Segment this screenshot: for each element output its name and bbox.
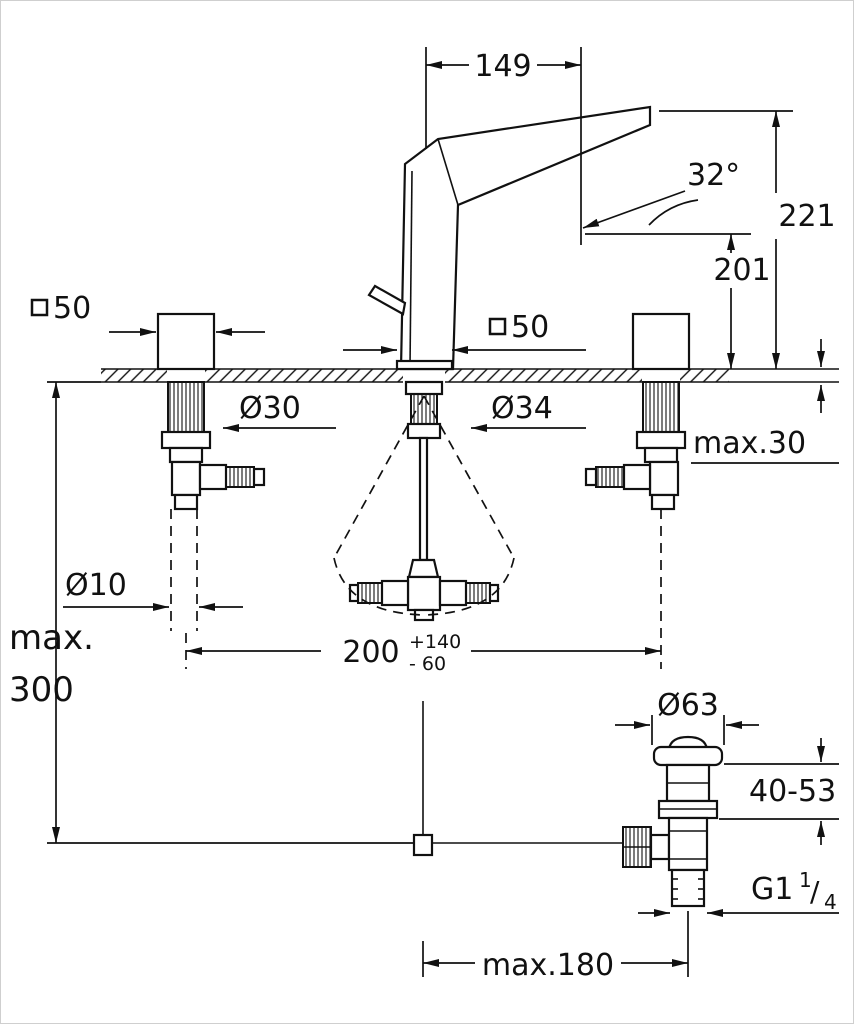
dim-dia30-label: Ø30 bbox=[239, 391, 301, 426]
dim-spout-projection: 149 bbox=[425, 47, 582, 245]
dim-max180-label: max.180 bbox=[482, 948, 614, 983]
dim-handle-hole: Ø30 bbox=[223, 391, 336, 432]
spout-body bbox=[367, 105, 652, 383]
dim-max-word: max. bbox=[9, 618, 94, 658]
spout-underdeck-assembly bbox=[333, 380, 515, 622]
dim-dia34-label: Ø34 bbox=[491, 391, 553, 426]
dim-hole-distance: 200 +140 - 60 bbox=[186, 631, 661, 675]
dim-install-depth: max. 300 bbox=[9, 382, 94, 843]
dim-g1-denominator: 4 bbox=[824, 890, 837, 914]
dim-221-label: 221 bbox=[778, 199, 835, 234]
dim-total-height: 221 bbox=[659, 110, 836, 369]
dim-drain-offset: max.180 bbox=[422, 911, 689, 983]
dim-sq50-left-label: 50 bbox=[53, 291, 91, 326]
dim-dia63-label: Ø63 bbox=[657, 688, 719, 723]
dim-rod-dia: Ø10 bbox=[63, 568, 243, 611]
dim-g1-numerator: 1 bbox=[799, 868, 812, 892]
rod-clamp bbox=[412, 833, 434, 857]
dim-sq50-center-label: 50 bbox=[511, 310, 549, 345]
dim-g1-label: G1 bbox=[751, 872, 793, 907]
right-handle-valve bbox=[584, 312, 691, 669]
dim-deck-thickness: max.30 bbox=[691, 339, 839, 464]
dim-spout-square: 50 bbox=[343, 310, 586, 354]
left-handle-valve bbox=[156, 312, 266, 669]
dim-200-plus-tol: +140 bbox=[409, 631, 461, 653]
dim-201-label: 201 bbox=[713, 253, 770, 288]
dim-drain-thread: G1 1 / 4 bbox=[638, 868, 839, 917]
dim-spout-angle: 32° bbox=[582, 158, 740, 229]
popup-rod-side-view bbox=[47, 701, 623, 857]
dim-max30-label: max.30 bbox=[693, 426, 806, 461]
dim-300-label: 300 bbox=[9, 670, 74, 710]
dim-g1-slash: / bbox=[810, 875, 820, 908]
dim-dia10-label: Ø10 bbox=[65, 568, 127, 603]
drain-waste-assembly bbox=[622, 735, 724, 908]
dim-149-label: 149 bbox=[474, 49, 531, 84]
dim-handle-square: 50 bbox=[30, 291, 265, 336]
dim-4053-label: 40-53 bbox=[749, 774, 836, 809]
joystick-handle bbox=[367, 284, 407, 316]
dim-200-label: 200 bbox=[342, 635, 399, 670]
dim-32deg-label: 32° bbox=[687, 158, 740, 193]
drain-threaded-tail bbox=[670, 868, 706, 908]
dim-drain-flange: Ø63 bbox=[615, 688, 759, 745]
square-symbol-icon bbox=[30, 298, 49, 317]
dim-200-minus-tol: - 60 bbox=[409, 653, 446, 675]
square-symbol-icon bbox=[488, 317, 507, 336]
dim-outlet-height: 201 bbox=[585, 233, 771, 369]
dim-drain-clamp-range: 40-53 bbox=[719, 738, 839, 845]
swing-range-dashed bbox=[333, 395, 425, 559]
dim-spout-hole: Ø34 bbox=[471, 391, 586, 432]
